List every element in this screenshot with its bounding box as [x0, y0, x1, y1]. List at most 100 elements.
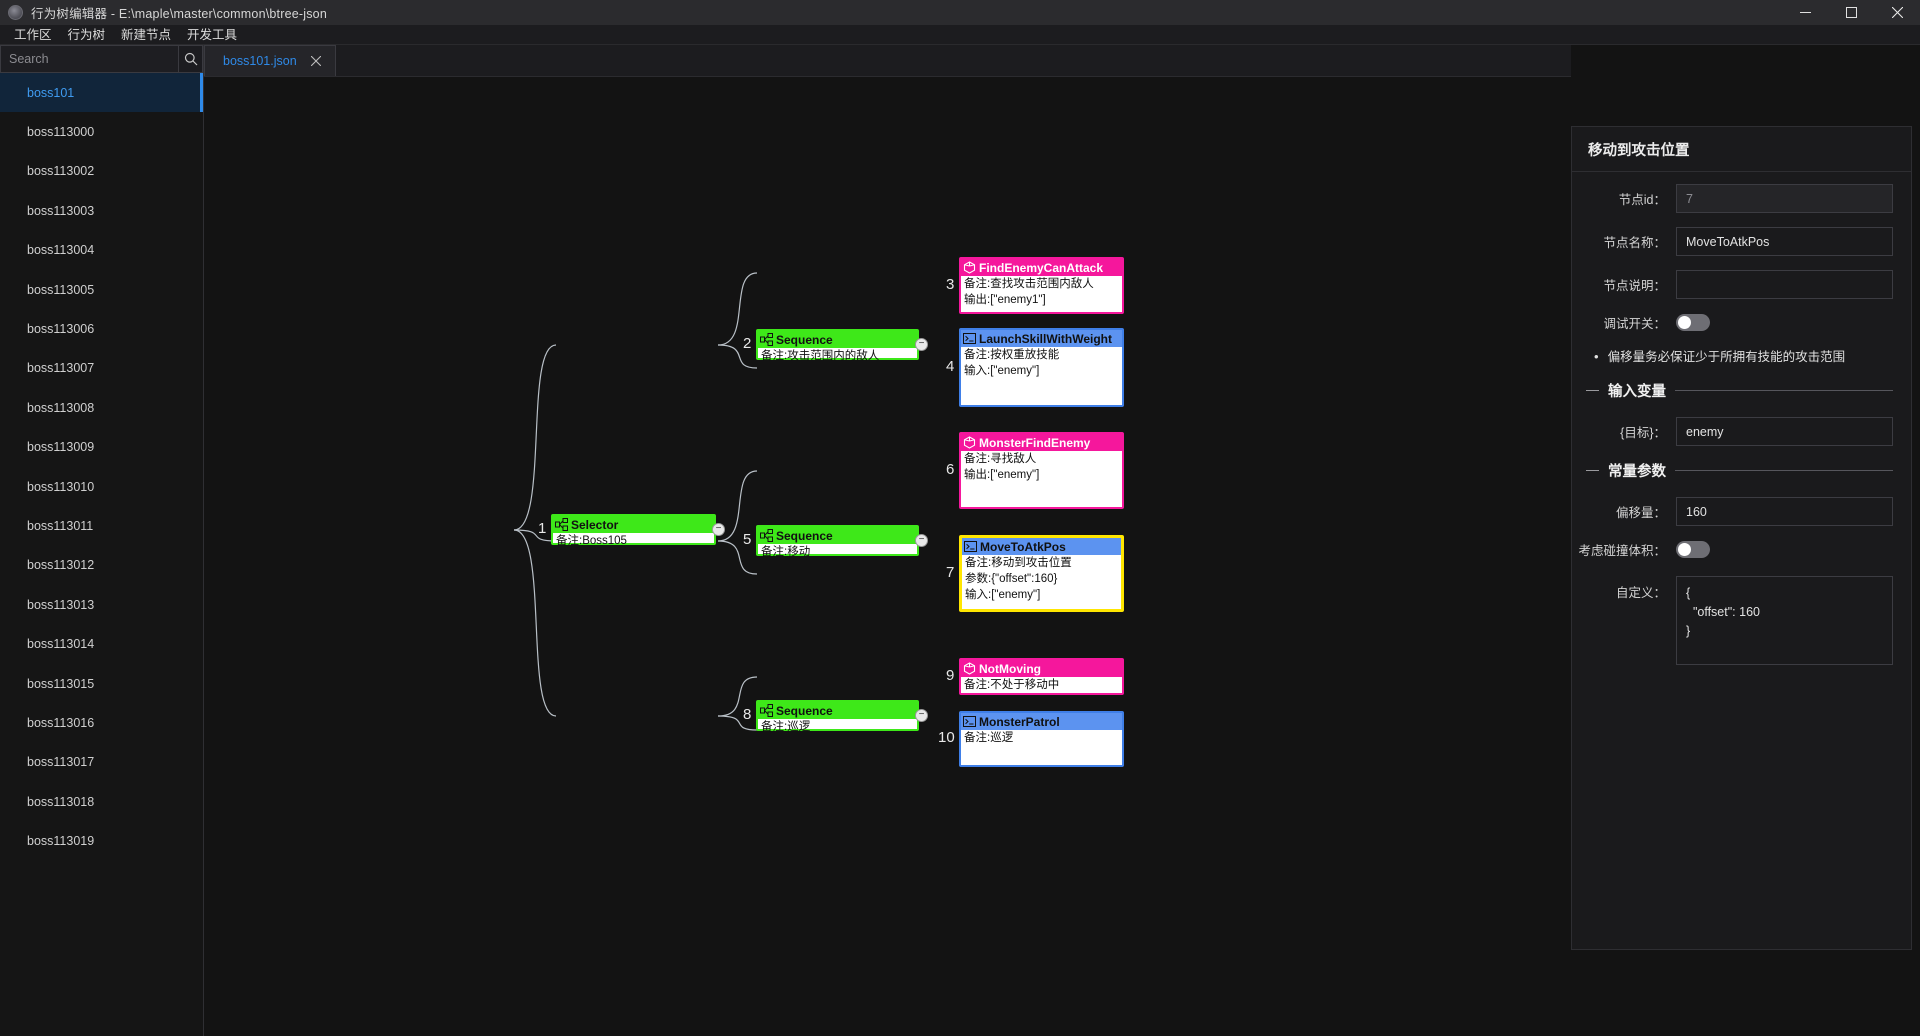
search-row [0, 45, 203, 73]
section-header-const-params[interactable]: 常量参数 [1572, 460, 1893, 481]
debug-toggle[interactable] [1676, 314, 1710, 331]
offset-input[interactable] [1676, 497, 1893, 526]
sidebar-item-boss113000[interactable]: boss113000 [0, 112, 203, 151]
node-detail-row: 备注:Boss105 [556, 535, 627, 547]
sidebar-item-boss113019[interactable]: boss113019 [0, 821, 203, 860]
sidebar-item-boss113005[interactable]: boss113005 [0, 270, 203, 309]
sidebar-item-label: boss113003 [27, 203, 95, 218]
minimize-icon[interactable] [1782, 0, 1828, 25]
node-title: Sequence [776, 703, 833, 718]
node-title: Sequence [776, 528, 833, 543]
action-node-icon [963, 332, 976, 345]
maximize-icon[interactable] [1828, 0, 1874, 25]
close-icon[interactable] [1874, 0, 1920, 25]
menu-item-behaviortree[interactable]: 行为树 [67, 27, 106, 42]
sidebar-item-boss113017[interactable]: boss113017 [0, 743, 203, 782]
sidebar-item-boss113016[interactable]: boss113016 [0, 703, 203, 742]
node-collapse-toggle[interactable]: − [915, 337, 928, 351]
bullet-icon: • [1594, 349, 1599, 364]
tab-boss101-json[interactable]: boss101.json [204, 45, 336, 76]
sidebar-item-label: boss113008 [27, 400, 95, 415]
node-desc-input[interactable] [1676, 270, 1893, 299]
node-collapse-toggle[interactable]: − [915, 533, 928, 547]
sidebar-item-label: boss113015 [27, 676, 95, 691]
node-header: Sequence [758, 331, 917, 348]
sidebar-item-boss113004[interactable]: boss113004 [0, 231, 203, 270]
tree-node-Sequence[interactable]: Sequence 备注:巡逻 [756, 700, 919, 733]
composite-node-icon [760, 529, 773, 542]
sidebar-item-boss101[interactable]: boss101 [0, 73, 203, 113]
sidebar-item-label: boss113018 [27, 794, 95, 809]
node-title: MonsterPatrol [979, 714, 1060, 729]
node-header: Selector [553, 516, 714, 533]
sidebar-item-boss113003[interactable]: boss113003 [0, 191, 203, 230]
node-detail-row: 备注:巡逻 [761, 721, 811, 733]
sidebar-item-boss113008[interactable]: boss113008 [0, 388, 203, 427]
search-input[interactable] [0, 45, 178, 73]
field-node-id: 节点id： [1572, 184, 1893, 213]
section-header-input-vars[interactable]: 输入变量 [1572, 380, 1893, 401]
node-header: Sequence [758, 702, 917, 719]
sidebar-item-boss113011[interactable]: boss113011 [0, 506, 203, 545]
sidebar-item-boss113013[interactable]: boss113013 [0, 585, 203, 624]
node-index-label: 4 [946, 357, 955, 375]
menu-item-new-node[interactable]: 新建节点 [121, 27, 172, 42]
tree-node-Selector[interactable]: Selector 备注:Boss105 [551, 514, 716, 547]
sidebar-item-boss113015[interactable]: boss113015 [0, 664, 203, 703]
menu-item-workspace[interactable]: 工作区 [14, 27, 52, 42]
sidebar-item-boss113012[interactable]: boss113012 [0, 546, 203, 585]
section-title: 常量参数 [1608, 464, 1666, 480]
search-icon[interactable] [178, 45, 203, 73]
node-collapse-toggle[interactable]: − [712, 522, 725, 536]
field-offset-label: 偏移量： [1615, 506, 1666, 520]
node-index-label: 8 [743, 705, 752, 723]
sidebar-item-boss113009[interactable]: boss113009 [0, 428, 203, 467]
sidebar-item-label: boss113004 [27, 243, 95, 258]
node-title: MoveToAtkPos [980, 539, 1066, 554]
close-icon[interactable] [310, 55, 322, 68]
composite-node-icon [760, 704, 773, 717]
toggle-knob [1678, 543, 1691, 556]
section-rule [1675, 390, 1893, 391]
sidebar-item-label: boss113009 [27, 440, 95, 455]
node-collapse-toggle[interactable]: − [915, 708, 928, 722]
node-id-input [1676, 184, 1893, 213]
sidebar-item-boss113006[interactable]: boss113006 [0, 309, 203, 348]
node-detail-row: 备注:不处于移动中 [964, 679, 1060, 691]
node-detail-row: 备注:移动到攻击位置 [965, 557, 1072, 569]
menu-item-dev-tools[interactable]: 开发工具 [187, 27, 238, 42]
sidebar-item-boss113007[interactable]: boss113007 [0, 349, 203, 388]
field-debug-toggle: 调试开关： [1572, 313, 1893, 332]
input-target-input[interactable] [1676, 417, 1893, 446]
editor-area: boss101.json [204, 45, 1571, 1036]
composite-node-icon [555, 518, 568, 531]
sidebar-item-boss113002[interactable]: boss113002 [0, 152, 203, 191]
sidebar-item-boss113014[interactable]: boss113014 [0, 624, 203, 663]
node-header: FindEnemyCanAttack [961, 259, 1122, 276]
sidebar-item-boss113010[interactable]: boss113010 [0, 467, 203, 506]
node-index-label: 9 [946, 666, 955, 684]
node-index-label: 3 [946, 275, 955, 293]
sidebar-item-boss113018[interactable]: boss113018 [0, 782, 203, 821]
sidebar-item-label: boss113016 [27, 715, 95, 730]
collision-toggle[interactable] [1676, 541, 1710, 558]
panel-body: 节点id： 节点名称： 节点说明： 调试开关： • 偏移量务必保证少于所拥有技能… [1572, 172, 1911, 665]
collapse-dash-icon [1586, 390, 1599, 391]
node-header: MonsterPatrol [961, 713, 1122, 730]
custom-json-textarea[interactable]: { "offset": 160 } [1676, 576, 1893, 665]
node-name-input[interactable] [1676, 227, 1893, 256]
sidebar-item-label: boss113019 [27, 834, 95, 849]
tree-node-Sequence[interactable]: Sequence 备注:攻击范围内的敌人 [756, 329, 919, 362]
node-detail-row: 输入:["enemy"] [964, 365, 1040, 377]
node-detail-row: 备注:攻击范围内的敌人 [761, 350, 880, 362]
